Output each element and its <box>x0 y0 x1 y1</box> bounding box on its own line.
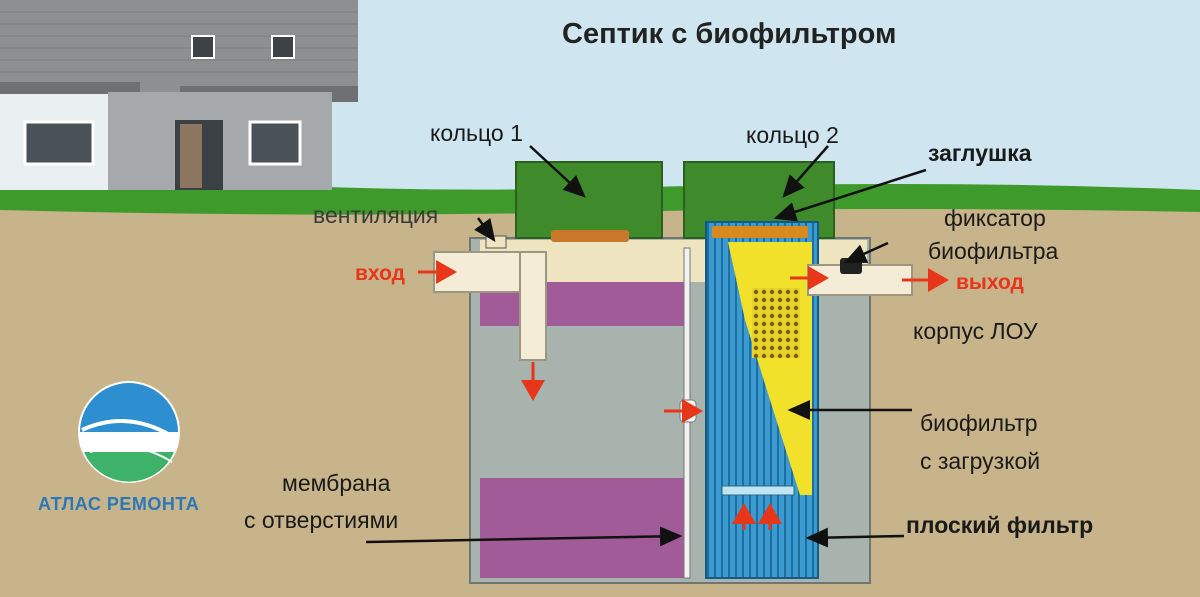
label-biofilter-line2: с загрузкой <box>920 448 1041 474</box>
purple-layer-bottom <box>480 478 685 578</box>
label-housing: корпус ЛОУ <box>913 318 1038 344</box>
label-inlet: вход <box>355 262 405 285</box>
label-fixator-line1: фиксатор <box>944 205 1046 231</box>
label-ventilation: вентиляция <box>313 202 439 228</box>
label-fixator-line2: биофильтра <box>928 238 1059 264</box>
label-ring1: кольцо 1 <box>430 120 523 146</box>
label-membrane-line1: мембрана <box>282 470 391 496</box>
house <box>0 0 358 190</box>
plug <box>712 226 808 238</box>
label-ring2: кольцо 2 <box>746 122 839 148</box>
label-plug: заглушка <box>928 140 1032 166</box>
brand-name: АТЛАС РЕМОНТА <box>38 494 200 514</box>
label-membrane-line2: с отверстиями <box>244 507 399 533</box>
label-flat-filter: плоский фильтр <box>906 512 1094 538</box>
flat-filter <box>721 485 795 496</box>
diagram-title: Септик с биофильтром <box>562 18 897 50</box>
leader-lines <box>365 145 927 548</box>
brand-logo <box>78 381 180 483</box>
label-biofilter-line1: биофильтр <box>920 410 1038 436</box>
vent-cap <box>485 235 507 249</box>
label-outlet: выход <box>956 271 1024 294</box>
ring1-lid <box>515 161 663 239</box>
flow-arrows <box>418 260 949 530</box>
biofilter <box>705 221 819 579</box>
